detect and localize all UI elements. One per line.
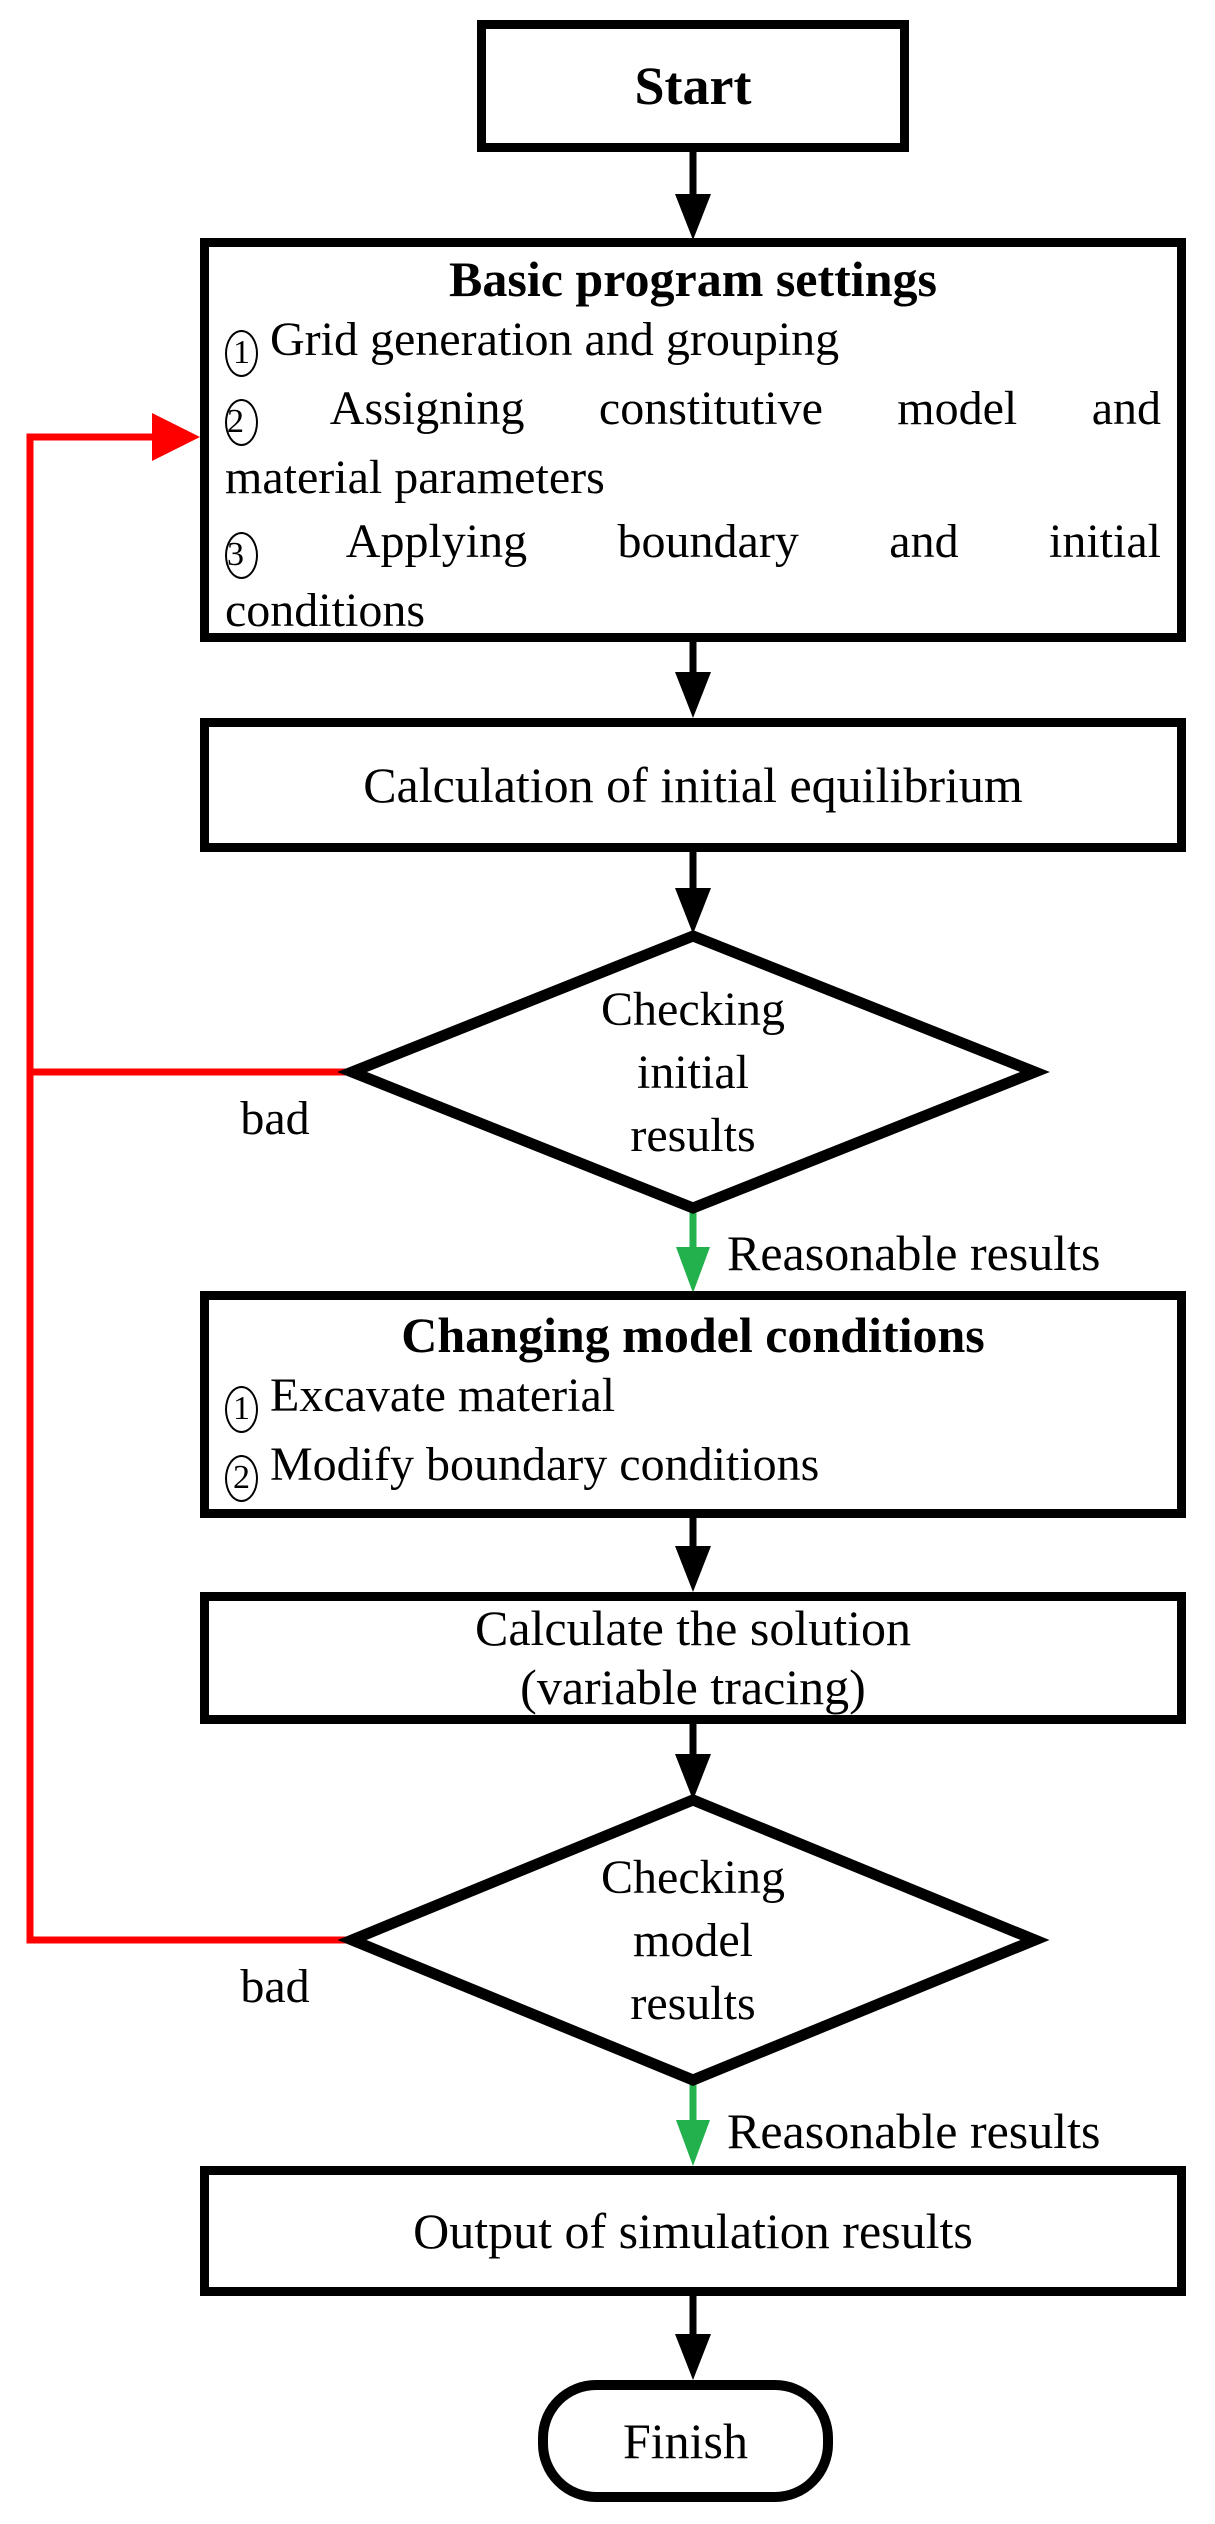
arrow-start-to-basic xyxy=(675,152,711,240)
node-changing-title: Changing model conditions xyxy=(401,1307,985,1363)
changing-item-1: 1 Excavate material xyxy=(225,1364,1161,1433)
node-calculation-initial-equilibrium: Calculation of initial equilibrium xyxy=(200,718,1186,852)
arrowhead-icon xyxy=(676,1247,710,1293)
decision-check-initial-text: Checking initial results xyxy=(443,978,943,1167)
arrowhead-icon xyxy=(675,672,711,718)
decision-line: model xyxy=(633,1914,753,1967)
node-finish: Finish xyxy=(538,2380,833,2502)
node-basic-program-settings: Basic program settings 1 Grid generation… xyxy=(200,238,1186,642)
arrow-check-model-to-output xyxy=(676,2080,710,2166)
feedback-red-connector xyxy=(26,413,352,1944)
decision-line: Checking xyxy=(601,1851,785,1904)
arrow-basic-to-calcinit xyxy=(675,642,711,718)
arrow-changing-to-calcsol xyxy=(675,1518,711,1592)
circled-number-1-icon: 1 xyxy=(225,1386,258,1433)
feedback-line-from-check-model xyxy=(26,433,352,1944)
arrowhead-icon xyxy=(675,194,711,240)
decision-line: Checking xyxy=(601,983,785,1036)
changing-item-2: 2 Modify boundary conditions xyxy=(225,1433,1161,1502)
node-output-simulation-results: Output of simulation results xyxy=(200,2166,1186,2296)
decision-line: initial xyxy=(637,1046,749,1099)
circled-number-2-icon: 2 xyxy=(225,1455,258,1502)
node-calculate-solution: Calculate the solution (variable tracing… xyxy=(200,1592,1186,1724)
node-output-label: Output of simulation results xyxy=(413,2203,973,2259)
basic-item-2-continued: material parameters xyxy=(225,446,1161,510)
basic-item-3-continued: conditions xyxy=(225,579,1161,643)
arrow-output-to-finish xyxy=(675,2296,711,2380)
basic-item-1: 1 Grid generation and grouping xyxy=(225,308,1161,377)
node-start-label: Start xyxy=(634,56,752,116)
arrowhead-icon xyxy=(676,2120,710,2166)
edge-label-bad-initial: bad xyxy=(240,1092,310,1145)
decision-line: results xyxy=(630,1109,756,1162)
node-changing-model-conditions: Changing model conditions 1 Excavate mat… xyxy=(200,1291,1186,1518)
arrowhead-icon xyxy=(675,1754,711,1800)
arrow-calcinit-to-check-initial xyxy=(675,852,711,934)
node-basic-title: Basic program settings xyxy=(449,251,937,307)
basic-item-3: 3 Applying boundary and initial xyxy=(225,510,1161,579)
arrowhead-icon xyxy=(675,2334,711,2380)
edge-label-reasonable-model: Reasonable results xyxy=(727,2103,1101,2159)
basic-item-2-text-line2: material parameters xyxy=(225,451,605,504)
node-calcinit-label: Calculation of initial equilibrium xyxy=(363,757,1023,813)
changing-item-1-text: Excavate material xyxy=(270,1369,616,1422)
node-calcsol-line1: Calculate the solution xyxy=(474,1600,911,1656)
edge-label-bad-model: bad xyxy=(240,1960,310,2013)
circled-number-3-icon: 3 xyxy=(225,532,258,579)
edge-label-reasonable-initial: Reasonable results xyxy=(727,1225,1101,1281)
circled-number-2-icon: 2 xyxy=(225,399,258,446)
changing-item-2-text: Modify boundary conditions xyxy=(270,1438,820,1491)
basic-item-3-text-line2: conditions xyxy=(225,584,425,637)
arrow-calcsol-to-check-model xyxy=(675,1724,711,1800)
decision-check-model-text: Checking model results xyxy=(443,1846,943,2035)
feedback-arrowhead-icon xyxy=(152,413,200,461)
node-calcsol-line2: (variable tracing) xyxy=(520,1659,866,1715)
node-finish-label: Finish xyxy=(622,2413,749,2469)
node-start: Start xyxy=(477,20,909,152)
arrowhead-icon xyxy=(675,888,711,934)
circled-number-1-icon: 1 xyxy=(225,330,258,377)
decision-check-model-shape xyxy=(337,1794,1050,2086)
basic-item-2: 2 Assigning constitutive model and xyxy=(225,377,1161,446)
arrowhead-icon xyxy=(675,1546,711,1592)
basic-item-2-text-line1: Assigning constitutive model and xyxy=(329,382,1161,435)
arrow-check-initial-to-changing xyxy=(676,1208,710,1293)
basic-item-1-text: Grid generation and grouping xyxy=(270,313,840,366)
basic-item-3-text-line1: Applying boundary and initial xyxy=(345,515,1161,568)
decision-check-initial-shape xyxy=(337,930,1050,1214)
decision-line: results xyxy=(630,1977,756,2030)
